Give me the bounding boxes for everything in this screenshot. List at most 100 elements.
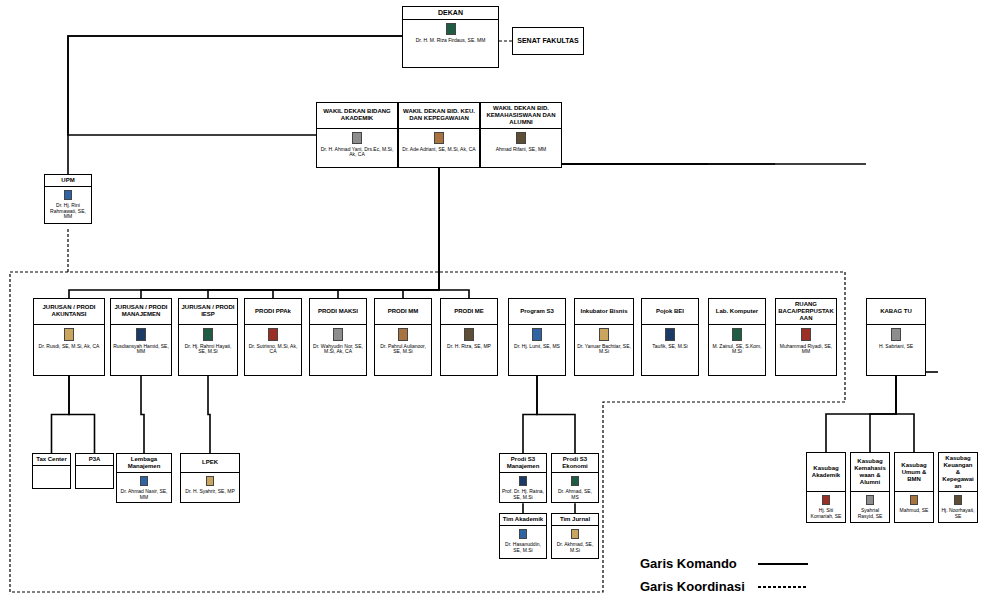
- official-name: Dr. Sutrisno, M.Si, Ak, CA: [245, 343, 301, 358]
- official-name: Ahmad Rifani, SE, MM: [481, 146, 561, 155]
- command-line: [537, 376, 575, 453]
- portrait-photo: [599, 328, 609, 341]
- official-name: Dr. H. Riza, SE, MP: [441, 343, 497, 352]
- official-name: Dr. Pahrul Aulianoor, SE, M.Si: [375, 343, 431, 358]
- portrait-photo: [434, 132, 444, 144]
- command-line: [870, 376, 896, 452]
- position-title: P3A: [76, 454, 113, 466]
- portrait-photo: [571, 476, 579, 486]
- command-line: [574, 503, 576, 513]
- official-name: Dr. Ahmad Nasir, SE, MM: [117, 488, 171, 503]
- portrait-photo: [136, 328, 146, 341]
- official-name: Dr. Ahmad, SE, MS: [552, 488, 598, 503]
- position-box: JURUSAN / PRODI IESPDr. Hj. Rahmi Hayati…: [178, 298, 238, 376]
- position-title: JURUSAN / PRODI AKUNTANSI: [34, 299, 104, 325]
- portrait-photo: [203, 328, 213, 341]
- command-line: [52, 376, 70, 453]
- position-title: PRODI MM: [375, 299, 431, 325]
- official-name: H. Sabriani, SE: [867, 343, 925, 352]
- position-box: UPM Dr. Hj. Rini Rahmawati, SE, MM: [44, 174, 92, 224]
- position-title: PRODI PPAk: [245, 299, 301, 325]
- position-title: Tim Akademik: [500, 514, 546, 526]
- official-name: Taufik, SE, M.Si: [642, 343, 698, 352]
- portrait-photo: [532, 328, 542, 341]
- official-name: Dr. Wahyudin Nor, SE, M.Si, Ak, CA: [310, 343, 366, 358]
- portrait-photo: [398, 328, 408, 341]
- position-box: KABAG TU H. Sabriani, SE: [866, 298, 926, 376]
- position-box: Kasubag Umum & BMN Mahmud, SE: [894, 452, 934, 523]
- portrait-photo: [891, 328, 901, 341]
- position-title: PRODI ME: [441, 299, 497, 325]
- council-box: SENAT FAKULTAS: [512, 27, 584, 55]
- official-name: Hj. Siti Komariah, SE: [807, 507, 845, 522]
- position-title: WAKIL DEKAN BID. KEU. DAN KEPEGAWAIAN: [399, 103, 479, 129]
- position-box: Tax Center: [32, 453, 71, 489]
- portrait-photo: [64, 328, 74, 341]
- official-name: Dr. Hasanuddin, SE, M.Si: [500, 541, 546, 556]
- solid-line-sample: [758, 562, 808, 564]
- official-name: Dr. Rusdi, SE, M.Si, Ak, CA: [34, 343, 104, 352]
- official-name: Dr. H. M. Riza Firdaus, SE. MM: [403, 37, 498, 46]
- command-line: [522, 503, 524, 513]
- portrait-photo: [910, 495, 918, 505]
- portrait-photo: [519, 476, 527, 486]
- position-box: P3A: [75, 453, 114, 489]
- official-name: Dr. Hj. Rini Rahmawati, SE, MM: [45, 202, 91, 222]
- position-box: Prodi S3 ManajemenProf. Dr. Hj. Ratna, S…: [499, 453, 547, 503]
- position-title: Prodi S3 Manajemen: [500, 454, 546, 473]
- portrait-photo: [571, 529, 579, 539]
- coordination-line: [499, 40, 512, 41]
- command-line: [69, 168, 439, 298]
- position-title: Kasubag Umum & BMN: [895, 453, 933, 492]
- portrait-photo: [954, 495, 962, 505]
- official-name: Dr. Yanuar Bachtiar, SE, M.Si: [575, 343, 633, 358]
- position-title: RUANG BACA/PERPUSTAKAAN: [776, 299, 836, 325]
- position-title: Inkubator Bisnis: [575, 299, 633, 325]
- position-box: WAKIL DEKAN BID. KEMAHASISWAAN DAN ALUMN…: [480, 102, 562, 168]
- position-box: WAKIL DEKAN BIDANG AKADEMIK Dr. H. Ahmad …: [316, 102, 398, 168]
- position-title: JURUSAN / PRODI MANAJEMEN: [111, 299, 171, 325]
- portrait-photo: [64, 190, 72, 200]
- legend-text: Garis Komando: [640, 556, 758, 571]
- position-title: Kasubag Kemahasiswaan & Alumni: [851, 453, 889, 492]
- portrait-photo: [665, 328, 675, 341]
- command-line: [403, 168, 439, 298]
- official-name: Dr. H. Syahrir, SE, MP: [181, 488, 239, 497]
- position-box: RUANG BACA/PERPUSTAKAANMuhammad Riyadi, …: [775, 298, 837, 376]
- position-title: WAKIL DEKAN BIDANG AKADEMIK: [317, 103, 397, 129]
- position-box: PRODI PPAkDr. Sutrisno, M.Si, Ak, CA: [244, 298, 302, 376]
- official-name: Mahmud, SE: [895, 507, 933, 516]
- official-name: Dr. Hj. Lumi, SE, MS: [509, 343, 565, 352]
- portrait-photo: [801, 328, 811, 341]
- portrait-photo: [732, 328, 742, 341]
- legend-sample: [758, 583, 808, 591]
- position-title: KABAG TU: [867, 299, 925, 325]
- portrait-photo: [268, 328, 278, 341]
- position-title: Lembaga Manajemen: [117, 454, 171, 473]
- position-title: PRODI MAKSI: [310, 299, 366, 325]
- position-title: JURUSAN / PRODI IESP: [179, 299, 237, 325]
- position-title: Lab. Komputer: [709, 299, 765, 325]
- coordination-line: [67, 229, 68, 272]
- command-line: [826, 376, 896, 452]
- official-name: Dr. H. Ahmad Yani, Drs.Ec, M.Si, Ak, CA: [317, 146, 397, 161]
- position-title: UPM: [45, 175, 91, 187]
- position-title: Tim Jurnal: [552, 514, 598, 526]
- position-box: Lembaga ManajemenDr. Ahmad Nasir, SE, MM: [116, 453, 172, 503]
- legend-sample: [758, 560, 808, 568]
- command-line: [68, 36, 402, 135]
- legend-entry: Garis Komando: [640, 556, 808, 571]
- position-title: Program S3: [509, 299, 565, 325]
- position-title: Tax Center: [33, 454, 70, 466]
- position-title: Pojok BEI: [642, 299, 698, 325]
- command-line: [439, 168, 469, 298]
- position-box: WAKIL DEKAN BID. KEU. DAN KEPEGAWAIANDr.…: [398, 102, 480, 168]
- command-line: [141, 376, 144, 453]
- position-box: Prodi S3 EkonomiDr. Ahmad, SE, MS: [551, 453, 599, 503]
- position-box: Tim AkademikDr. Hasanuddin, SE, M.Si: [499, 513, 547, 559]
- legend-entry: Garis Koordinasi: [640, 579, 808, 594]
- portrait-photo: [333, 328, 343, 341]
- position-box: PRODI MM Dr. Pahrul Aulianoor, SE, M.Si: [374, 298, 432, 376]
- official-name: Hj. Noorhayati, SE: [939, 507, 977, 522]
- command-line: [208, 376, 210, 453]
